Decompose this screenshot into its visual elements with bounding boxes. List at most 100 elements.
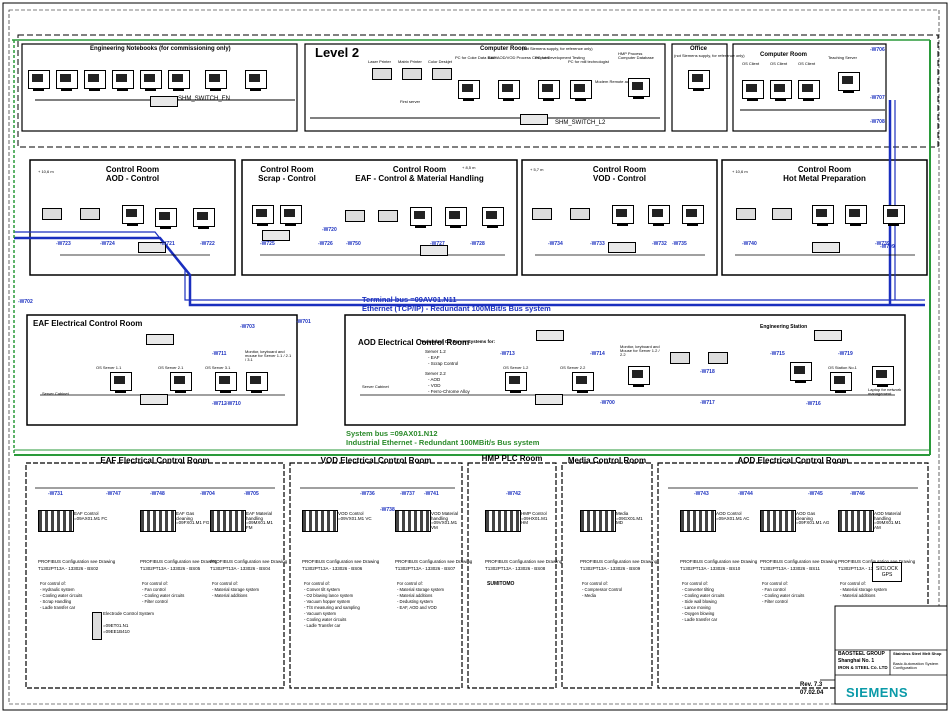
electrode-title: Electrode Control System (103, 611, 155, 616)
shm-switch-l2-label: SHM_SWITCH_L2 (555, 120, 606, 126)
monitor-icon (246, 372, 268, 393)
cable-label: -W702 (18, 299, 33, 305)
cable-label: -W732 (652, 241, 667, 247)
teaching-server-icon (838, 72, 860, 93)
pc-dev-label: PC for Development Testing (535, 55, 585, 60)
electrode-code: =09ET01.N1 (103, 623, 129, 628)
plc-rack-icon (395, 510, 431, 532)
os-server-icon (572, 372, 594, 393)
os-client-label: OS Client (742, 61, 760, 66)
printer-icon (736, 208, 756, 220)
pc-monitor-icon (628, 78, 650, 99)
cable-label: -W709 (880, 244, 895, 250)
plc-drawing-ref: T1302PT13A - 133026 - BS09 (580, 566, 641, 571)
printer-icon (570, 208, 590, 220)
shm-switch-en-label: SHM_SWITCH_EN (178, 96, 231, 102)
plc-name: AOD Control =09AX01.M1 AC (716, 511, 750, 521)
os-server-12-label: OS Server 1.2 (503, 365, 529, 370)
plc-control-item: - Fan control (142, 587, 166, 592)
cable-label: -W743 (694, 491, 709, 497)
cable-label: -W701 (296, 319, 311, 325)
plc-rack-icon (838, 510, 874, 532)
plc-name: VOD Material handling =09VX01.M1 VM (431, 511, 459, 530)
plc-name: VOD Control =09VX01.M1 VC (338, 511, 372, 521)
eaf-monitor-note: Monitor, keyboard and mouse for Server 1… (245, 349, 292, 362)
aod-ecr-top-title: AOD Electrical Control Room (358, 338, 470, 347)
cable-label: -W737 (400, 491, 415, 497)
eaf-server-cabinet: Server Cabinet (42, 391, 69, 396)
computer-room-title: Computer Room (480, 46, 527, 52)
cable-label: -W700 (600, 400, 615, 406)
notebook-icon (168, 70, 190, 91)
plc-control-item: For control of: (762, 581, 788, 586)
hmp-elevation: + 10,6 m (732, 169, 748, 174)
company-line1: BAOSTEEL GROUP (838, 651, 885, 657)
cable-label: -W746 (850, 491, 865, 497)
system-bus-line2: Industrial Ethernet - Redundant 100MBit/… (346, 438, 540, 447)
electrode-cabinet-icon (92, 612, 102, 640)
siemens-logo: SIEMENS (846, 685, 909, 700)
plc-profibus-config: PROFIBUS Configuration see Drawing (302, 559, 380, 564)
office-note: (not Siemens supply, for reference only) (674, 53, 745, 58)
cable-label: -W744 (738, 491, 753, 497)
cable-label: -W713 (500, 351, 515, 357)
cable-label: -W717 (700, 400, 715, 406)
cable-label: -W708 (870, 119, 885, 125)
switch-icon (146, 334, 174, 345)
switch-icon (262, 230, 290, 241)
server-12-item: - EAF (428, 355, 440, 360)
plc-profibus-config: PROFIBUS Configuration see Drawing (140, 559, 218, 564)
os-client-label: OS Client (770, 61, 788, 66)
eaf-ecr-top-title: EAF Electrical Control Room (33, 319, 143, 328)
plc-drawing-ref: T1302PT13A - 133026 - BS10 (680, 566, 741, 571)
system-bus-line1: System bus =09AX01.N12 (346, 429, 438, 438)
terminal-bus-line2: Ethernet (TCP/IP) - Redundant 100MBit/s … (362, 304, 551, 313)
switch-icon (535, 394, 563, 405)
cable-label: -W728 (470, 241, 485, 247)
cable-label: -W735 (672, 241, 687, 247)
printer-icon (772, 208, 792, 220)
plc-drawing-ref: T1302PT13A - 133026 - BS08 (485, 566, 546, 571)
os-client-icon (482, 207, 504, 228)
os-server-icon (505, 372, 527, 393)
plc-profibus-config: PROFIBUS Configuration see Drawing (395, 559, 473, 564)
pc-process-label: EAF/AOD/VOD Process Computer (488, 55, 550, 60)
plc-control-item: - Scrap Handling (40, 599, 72, 604)
cable-label: -W711 (212, 351, 227, 357)
color-deskjet-icon (432, 68, 452, 80)
cable-label: -W734 (548, 241, 563, 247)
printer-icon (80, 208, 100, 220)
teaching-server-label: Teaching Server (828, 55, 857, 60)
notebook-icon (205, 70, 227, 91)
cable-label: -W740 (742, 241, 757, 247)
printer-icon (532, 208, 552, 220)
eng-notebooks-title: Engineering Notebooks (for commissioning… (90, 46, 231, 52)
switch-icon (536, 330, 564, 341)
plc-control-item: For control of: (142, 581, 168, 586)
first-server-label: First server (400, 99, 420, 104)
plc-control-item: - Media (582, 593, 596, 598)
cable-label: -W747 (106, 491, 121, 497)
cable-label: -W719 (838, 351, 853, 357)
color-deskjet-label: Color Deskjet (428, 59, 453, 64)
cable-label: -W727 (430, 241, 445, 247)
plc-control-item: - EAF, AOD and VOD (397, 605, 437, 610)
plc-control-item: - Material storage system (840, 587, 888, 592)
plc-drawing-ref: T1302PT13A - 133026 - BS11 (838, 566, 898, 571)
switch-icon (608, 242, 636, 253)
plc-name: EAF Material handling =09MX01.M1 FM (246, 511, 273, 530)
aod-elevation: + 10,6 m (38, 169, 54, 174)
plc-profibus-config: PROFIBUS Configuration see Drawing (838, 559, 916, 564)
cable-label: -W722 (200, 241, 215, 247)
plc-control-item: - Ladle transfer car (40, 605, 76, 610)
company-line2: Shanghai No. 1 (838, 658, 875, 664)
cable-label: -W710 (226, 401, 241, 407)
plc-control-item: - Material additions (840, 593, 876, 598)
plc-control-item: - Side wall blowing (682, 599, 717, 604)
plc-rack-icon (38, 510, 74, 532)
eaf-elevation: + 8,5 m (462, 165, 476, 170)
plc-control-item: - Vacuum hopper system (304, 599, 351, 604)
